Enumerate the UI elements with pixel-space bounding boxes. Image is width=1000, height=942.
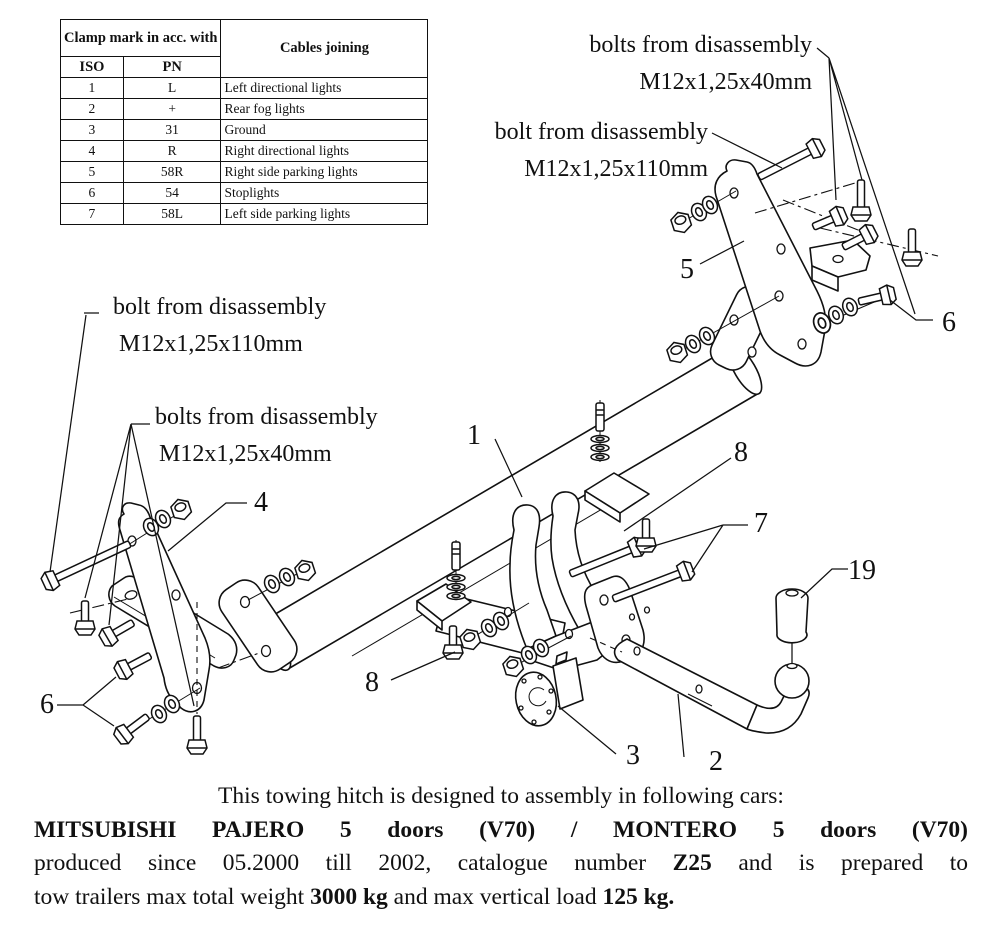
note-bolt-110mm-left: bolt from disassembly M12x1,25x110mm [113,289,326,363]
clamp-plate-left [416,540,472,631]
note-line: M12x1,25x110mm [524,156,708,182]
left-bracket-assembly [108,502,298,713]
cable-function-cell: Stoplights [220,182,429,204]
note-line: bolt from disassembly [494,119,708,145]
note-line: M12x1,25x40mm [639,69,812,95]
part-number-label-1: 1 [467,420,481,451]
right-bracket-assembly [709,159,871,371]
footer-car-models-line: MITSUBISHI PAJERO 5 doors (V70) / MONTER… [34,816,968,843]
footer-weights-line: tow trailers max total weight 3000 kg an… [34,881,968,915]
footer-text: and is prepared to [711,850,969,876]
footer-text: produced since 05.2000 till 2002, catalo… [34,850,673,876]
part-number-label-6: 6 [40,689,54,720]
iso-mark-cell: 4 [60,140,124,162]
footer-text: tow trailers max total weight [34,883,311,910]
part-number-label-8: 8 [734,437,748,468]
note-bolts-40mm-left: bolts from disassembly M12x1,25x40mm [155,399,378,473]
pn-mark-cell: R [122,140,222,162]
note-line: bolts from disassembly [589,32,812,58]
cable-function-cell: Right side parking lights [220,161,429,183]
pn-mark-cell: 58R [122,161,222,183]
part-number-label-19: 19 [848,555,876,586]
iso-mark-cell: 6 [60,182,124,204]
iso-mark-cell: 5 [60,161,124,183]
note-line: M12x1,25x40mm [159,441,332,467]
part-number-label-8: 8 [365,667,379,698]
part-number-label-2: 2 [709,746,723,777]
max-total-weight: 3000 kg [310,883,388,910]
clamp-marks-table: Clamp mark in acc. with Cables joining I… [59,19,429,225]
note-line: bolts from disassembly [155,404,378,430]
note-bolts-40mm-right: bolts from disassembly M12x1,25x40mm [589,27,812,101]
iso-mark-cell: 2 [60,98,124,120]
note-bolt-110mm-right: bolt from disassembly M12x1,25x110mm [495,114,708,188]
note-line: M12x1,25x110mm [119,331,303,357]
clamp-plate-right [584,400,650,523]
part-number-label-6: 6 [942,307,956,338]
pn-mark-cell: + [122,98,222,120]
cable-function-cell: Ground [220,119,429,141]
max-vertical-load: 125 kg. [602,883,675,910]
footer-intro-line: This towing hitch is designed to assembl… [218,783,784,809]
clamp-table-row: 2+Rear fog lights [60,98,429,120]
cable-function-cell: Rear fog lights [220,98,429,120]
part-number-label-5: 5 [680,254,694,285]
cable-function-cell: Left side parking lights [220,203,429,225]
iso-column-header: ISO [60,56,124,78]
part-number-label-3: 3 [626,740,640,771]
cable-function-cell: Right directional lights [220,140,429,162]
iso-mark-cell: 1 [60,77,124,99]
ball-cover-cap [775,588,809,644]
footer-description: This towing hitch is designed to assembl… [34,780,968,914]
catalogue-number: Z25 [672,850,712,876]
pn-mark-cell: 58L [122,203,222,225]
part-number-label-7: 7 [754,508,768,539]
tow-ball [774,642,810,699]
pn-mark-cell: 54 [122,182,222,204]
pn-mark-cell: L [122,77,222,99]
leader-lines [49,47,933,758]
note-line: bolt from disassembly [113,294,327,320]
pn-mark-cell: 31 [122,119,222,141]
clamp-mark-header: Clamp mark in acc. with [59,19,222,57]
iso-mark-cell: 3 [60,119,124,141]
cable-function-cell: Left directional lights [220,77,429,99]
socket-plate [514,651,584,727]
pn-column-header: PN [122,56,222,78]
iso-mark-cell: 7 [60,203,124,225]
footer-text: and max vertical load [387,883,603,910]
part-number-label-4: 4 [254,487,268,518]
bolts [38,135,923,755]
footer-catalogue-line: produced since 05.2000 till 2002, catalo… [34,847,968,881]
cables-joining-header: Cables joining [220,19,429,78]
part-number-labels: 1 2 3 4 5 6 6 7 8 8 19 [40,254,956,777]
